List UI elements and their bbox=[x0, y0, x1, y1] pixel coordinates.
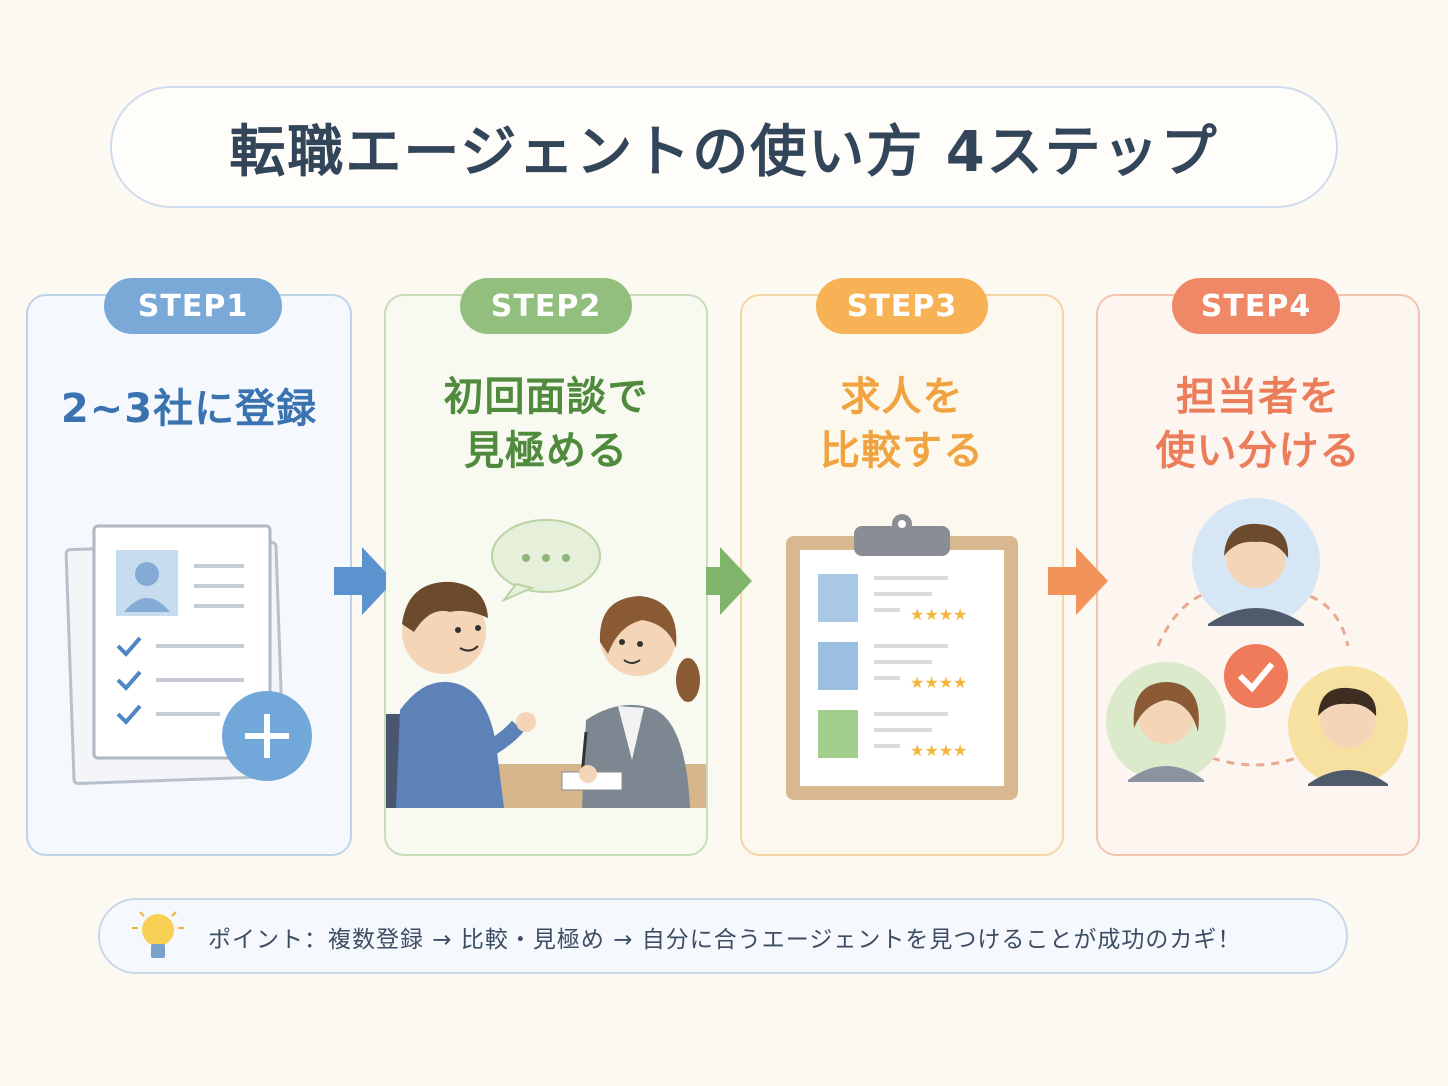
clipboard-icon: ★★★★ ★★★★ ★★★★ bbox=[786, 514, 1018, 800]
lightbulb-icon bbox=[132, 911, 184, 958]
step1-heading-line1: 2~3社に登録 bbox=[60, 386, 318, 432]
chat-bubble-icon bbox=[491, 519, 601, 603]
check-circle-icon bbox=[1224, 644, 1288, 708]
step3-badge: STEP3 bbox=[816, 278, 988, 334]
step2-heading: 初回面談で 見極める bbox=[384, 370, 708, 478]
step1-badge: STEP1 bbox=[104, 278, 282, 334]
svg-text:★★★★: ★★★★ bbox=[910, 605, 967, 624]
step2-heading-line2: 見極める bbox=[464, 428, 628, 474]
advisors-network-icon bbox=[1106, 498, 1408, 786]
step3-heading: 求人を 比較する bbox=[740, 370, 1064, 478]
interview-scene-icon bbox=[386, 514, 706, 808]
title-banner: 転職エージェントの使い方 4ステップ bbox=[110, 86, 1338, 208]
arrow-right-icon bbox=[692, 547, 752, 615]
tip-banner bbox=[98, 898, 1348, 974]
arrow-right-icon bbox=[334, 547, 394, 615]
step4-heading-line1: 担当者を bbox=[1176, 374, 1340, 420]
tip-text: ポイント：複数登録 → 比較・見極め → 自分に合うエージェントを見つけることが… bbox=[208, 927, 1242, 953]
step2-badge: STEP2 bbox=[460, 278, 632, 334]
svg-text:★★★★: ★★★★ bbox=[910, 673, 967, 692]
step2-heading-line1: 初回面談で bbox=[443, 374, 649, 420]
step4-heading-line2: 使い分ける bbox=[1155, 428, 1361, 474]
step3-heading-line2: 比較する bbox=[820, 428, 984, 474]
svg-text:★★★★: ★★★★ bbox=[910, 741, 967, 760]
arrow-right-icon bbox=[1048, 547, 1108, 615]
resume-document-icon bbox=[64, 524, 312, 785]
step3-heading-line1: 求人を bbox=[840, 374, 964, 420]
step4-heading: 担当者を 使い分ける bbox=[1096, 370, 1420, 478]
step4-badge: STEP4 bbox=[1172, 278, 1340, 334]
step1-heading: 2~3社に登録 bbox=[26, 382, 352, 436]
page-title: 転職エージェントの使い方 4ステップ bbox=[229, 119, 1219, 185]
